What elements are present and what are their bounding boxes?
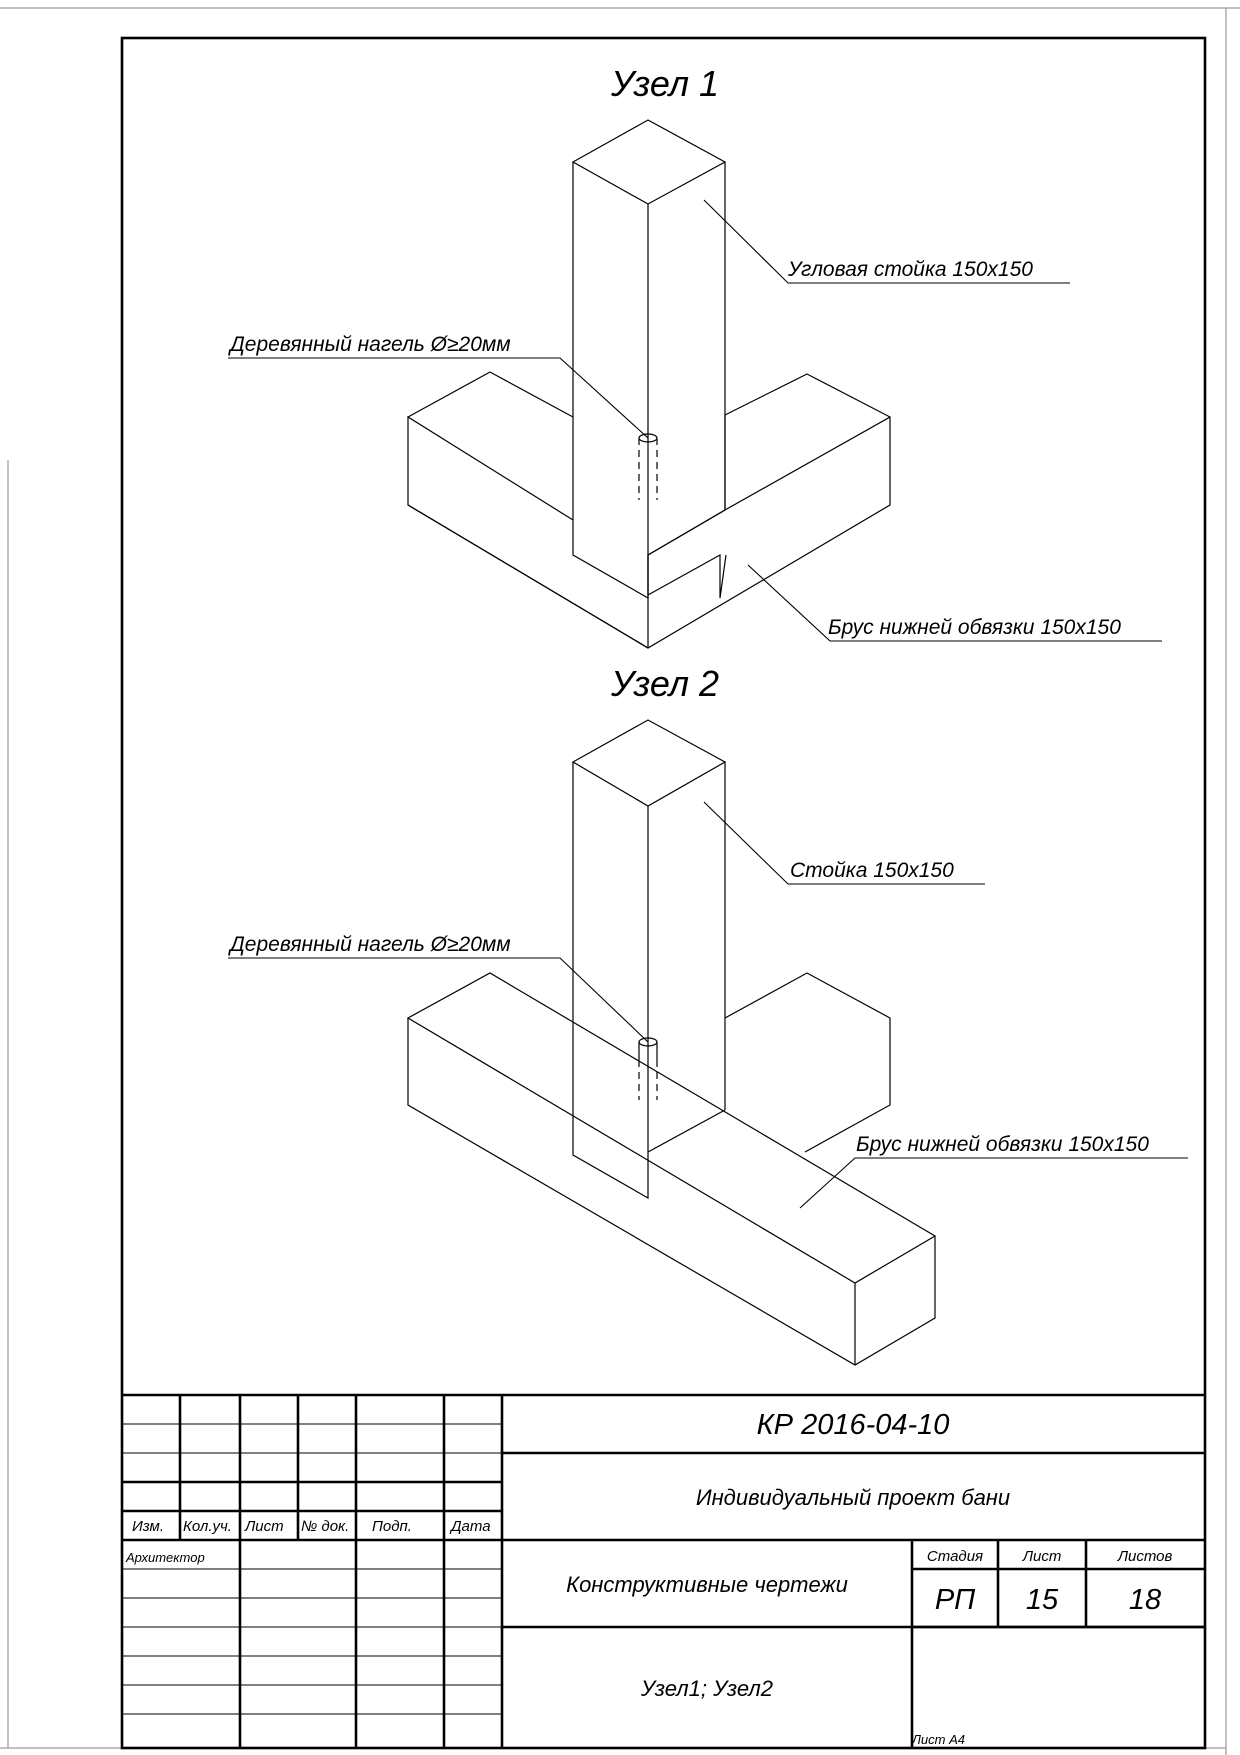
tb-sheet-label: Лист	[1022, 1548, 1062, 1565]
node-1-post-label: Угловая стойка 150х150	[787, 258, 1033, 281]
tb-col-date: Дата	[449, 1518, 491, 1535]
tb-sheets-label: Листов	[1117, 1548, 1173, 1565]
node-2-beam-label: Брус нижней обвязки 150х150	[856, 1133, 1149, 1156]
node-2-title: Узел 2	[610, 663, 719, 704]
format-label: Лист А4	[911, 1732, 965, 1747]
tb-col-kol: Кол.уч.	[183, 1518, 232, 1535]
tb-stage-label: Стадия	[927, 1548, 983, 1565]
title-block-lines	[122, 1393, 1205, 1748]
tb-col-podp: Подп.	[372, 1518, 412, 1535]
node-2-dowel-label: Деревянный нагель Ø≥20мм	[228, 933, 511, 956]
node-2-post-label: Стойка 150х150	[790, 859, 954, 882]
tb-col-izm: Изм.	[132, 1518, 164, 1535]
tb-col-list: Лист	[244, 1518, 284, 1535]
drawing-frame	[120, 36, 1207, 1750]
node-2-drawing: Узел 2	[228, 663, 1188, 1366]
node-1-beam-label: Брус нижней обвязки 150х150	[828, 616, 1121, 639]
node-1-drawing: Узел 1	[228, 63, 1162, 649]
tb-stage-value: РП	[935, 1584, 976, 1616]
tb-col-doc: № док.	[301, 1518, 349, 1535]
tb-project-name: Индивидуальный проект бани	[696, 1485, 1010, 1510]
node-1-title: Узел 1	[610, 63, 719, 104]
tb-sheet-value: 15	[1026, 1584, 1059, 1616]
tb-role: Архитектор	[125, 1550, 205, 1565]
tb-sheet-content: Узел1; Узел2	[640, 1676, 773, 1701]
tb-section: Конструктивные чертежи	[566, 1572, 848, 1597]
node-1-dowel-label: Деревянный нагель Ø≥20мм	[228, 333, 511, 356]
tb-doc-code: КР 2016-04-10	[757, 1409, 950, 1441]
sheet-edges	[0, 7, 1240, 1755]
tb-sheets-value: 18	[1129, 1584, 1161, 1616]
